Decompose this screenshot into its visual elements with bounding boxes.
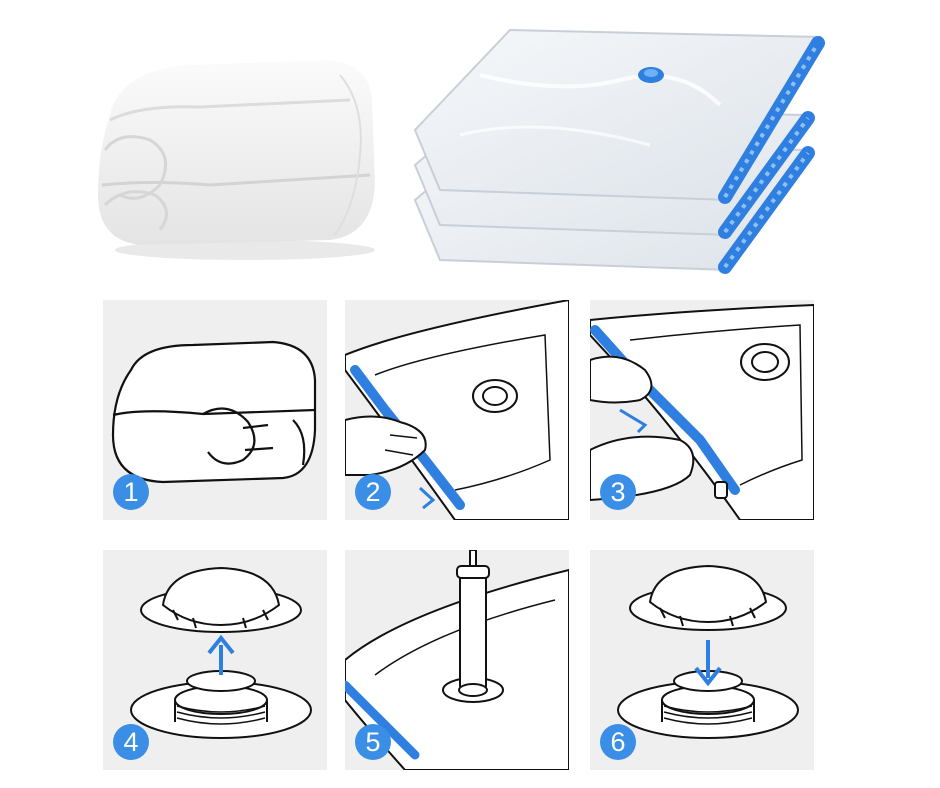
- step-4-panel: 4: [103, 550, 327, 770]
- step-number-badge: 6: [600, 724, 636, 760]
- down-arrow-icon: [619, 408, 648, 434]
- step-5-panel: 5: [345, 550, 569, 770]
- step-number-badge: 2: [355, 474, 391, 510]
- step-number-badge: 1: [113, 474, 149, 510]
- close-zipper-illustration: [590, 303, 814, 520]
- step-number-badge: 4: [113, 724, 149, 760]
- vacuum-bags-photo: [413, 28, 825, 274]
- folded-duvet-photo: [98, 60, 375, 260]
- step-6-panel: 6: [590, 550, 814, 770]
- step-3-panel: 3: [590, 300, 814, 520]
- step-number-badge: 3: [600, 474, 636, 510]
- step-number-badge: 5: [355, 724, 391, 760]
- folded-duvet-illustration: [111, 340, 317, 484]
- open-valve-illustration: [130, 566, 312, 739]
- down-arrow-icon: [418, 486, 436, 510]
- step-2-panel: 2: [345, 300, 569, 520]
- down-arrow-icon: [694, 666, 722, 687]
- open-zipper-illustration: [345, 300, 569, 520]
- vacuum-air-illustration: [345, 550, 569, 770]
- close-valve-illustration: [617, 564, 799, 739]
- step-1-panel: 1: [103, 300, 327, 520]
- up-arrow-icon: [207, 634, 235, 655]
